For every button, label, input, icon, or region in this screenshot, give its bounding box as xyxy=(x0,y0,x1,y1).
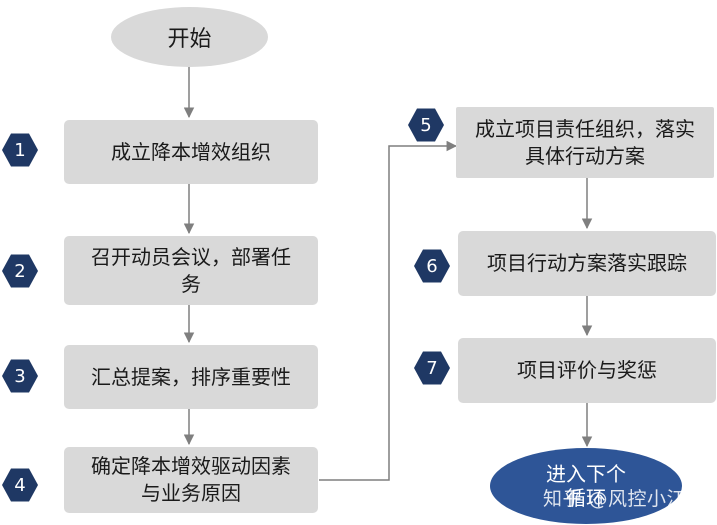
start-node: 开始 xyxy=(111,7,268,67)
step-box-1: 成立降本增效组织 xyxy=(64,120,318,184)
arrow-4-to-5 xyxy=(319,140,458,481)
end-node: 进入下个循环 xyxy=(490,448,682,524)
start-label: 开始 xyxy=(167,27,212,52)
step-box-3: 汇总提案，排序重要性 xyxy=(64,345,318,409)
step-label-3: 汇总提案，排序重要性 xyxy=(91,364,291,389)
step-label-4: 确定降本增效驱动因素与业务原因 xyxy=(91,454,291,505)
step-box-5: 成立项目责任组织，落实具体行动方案 xyxy=(456,107,714,178)
step-label-2: 召开动员会议，部署任务 xyxy=(91,244,291,296)
step-box-4: 确定降本增效驱动因素与业务原因 xyxy=(64,447,318,513)
step-badge-1: 1 xyxy=(2,133,38,167)
step-label-5: 成立项目责任组织，落实具体行动方案 xyxy=(475,116,695,168)
step-box-6: 项目行动方案落实跟踪 xyxy=(458,231,716,296)
end-label: 进入下个循环 xyxy=(546,462,626,510)
step-box-2: 召开动员会议，部署任务 xyxy=(64,236,318,305)
watermark: 知乎 @风控小江 xyxy=(543,488,687,510)
step-box-7: 项目评价与奖惩 xyxy=(458,338,716,403)
step-label-7: 项目评价与奖惩 xyxy=(517,358,657,382)
step-label-1: 成立降本增效组织 xyxy=(111,139,271,164)
step-label-6: 项目行动方案落实跟踪 xyxy=(487,251,687,275)
